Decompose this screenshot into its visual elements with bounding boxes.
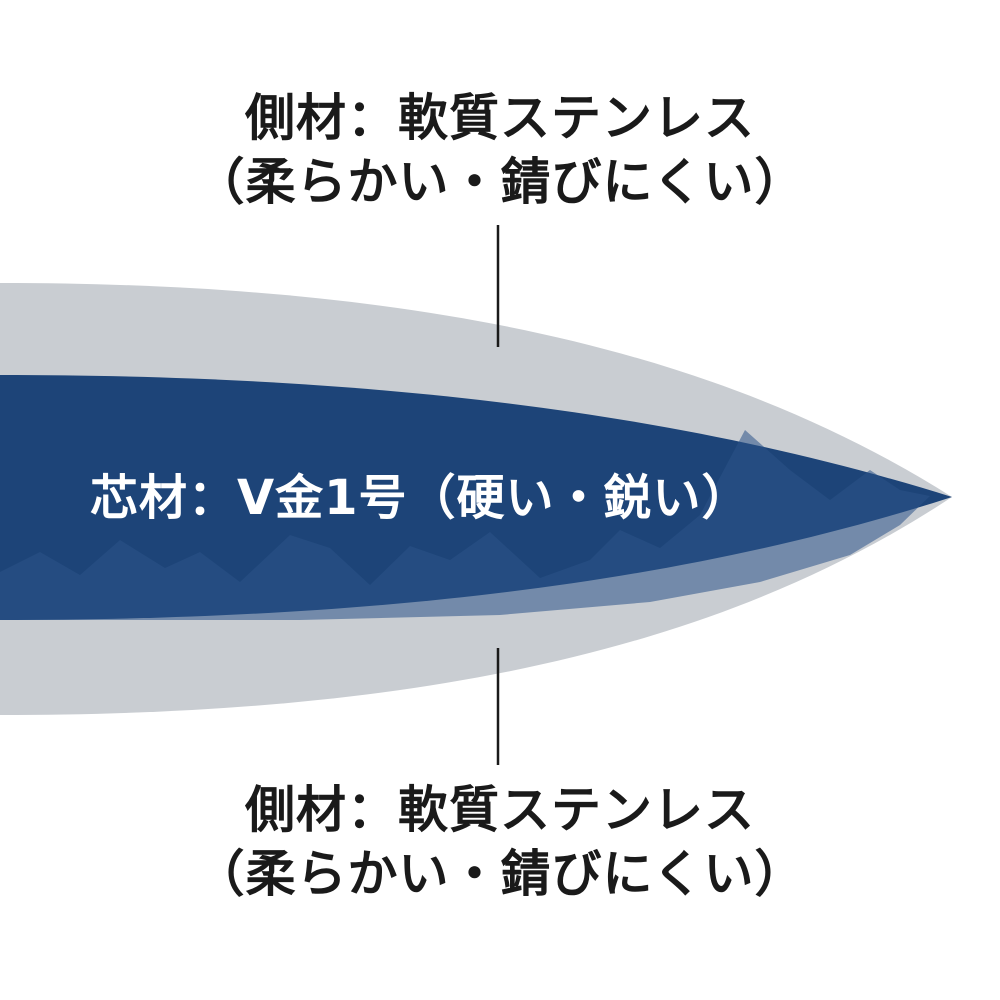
side-material-properties-bottom: （柔らかい・錆びにくい） (194, 845, 806, 903)
side-material-properties-top: （柔らかい・錆びにくい） (194, 153, 806, 211)
side-material-label-bottom: 側材：軟質ステンレス （柔らかい・錆びにくい） (0, 778, 1000, 906)
side-material-title-bottom: 側材：軟質ステンレス (245, 781, 755, 839)
core-pattern (0, 430, 930, 620)
side-material-label-top: 側材：軟質ステンレス （柔らかい・錆びにくい） (0, 86, 1000, 214)
core-layer (0, 375, 952, 620)
core-material-label: 芯材：V金1号（硬い・鋭い） (90, 470, 751, 526)
side-material-title-top: 側材：軟質ステンレス (245, 89, 755, 147)
